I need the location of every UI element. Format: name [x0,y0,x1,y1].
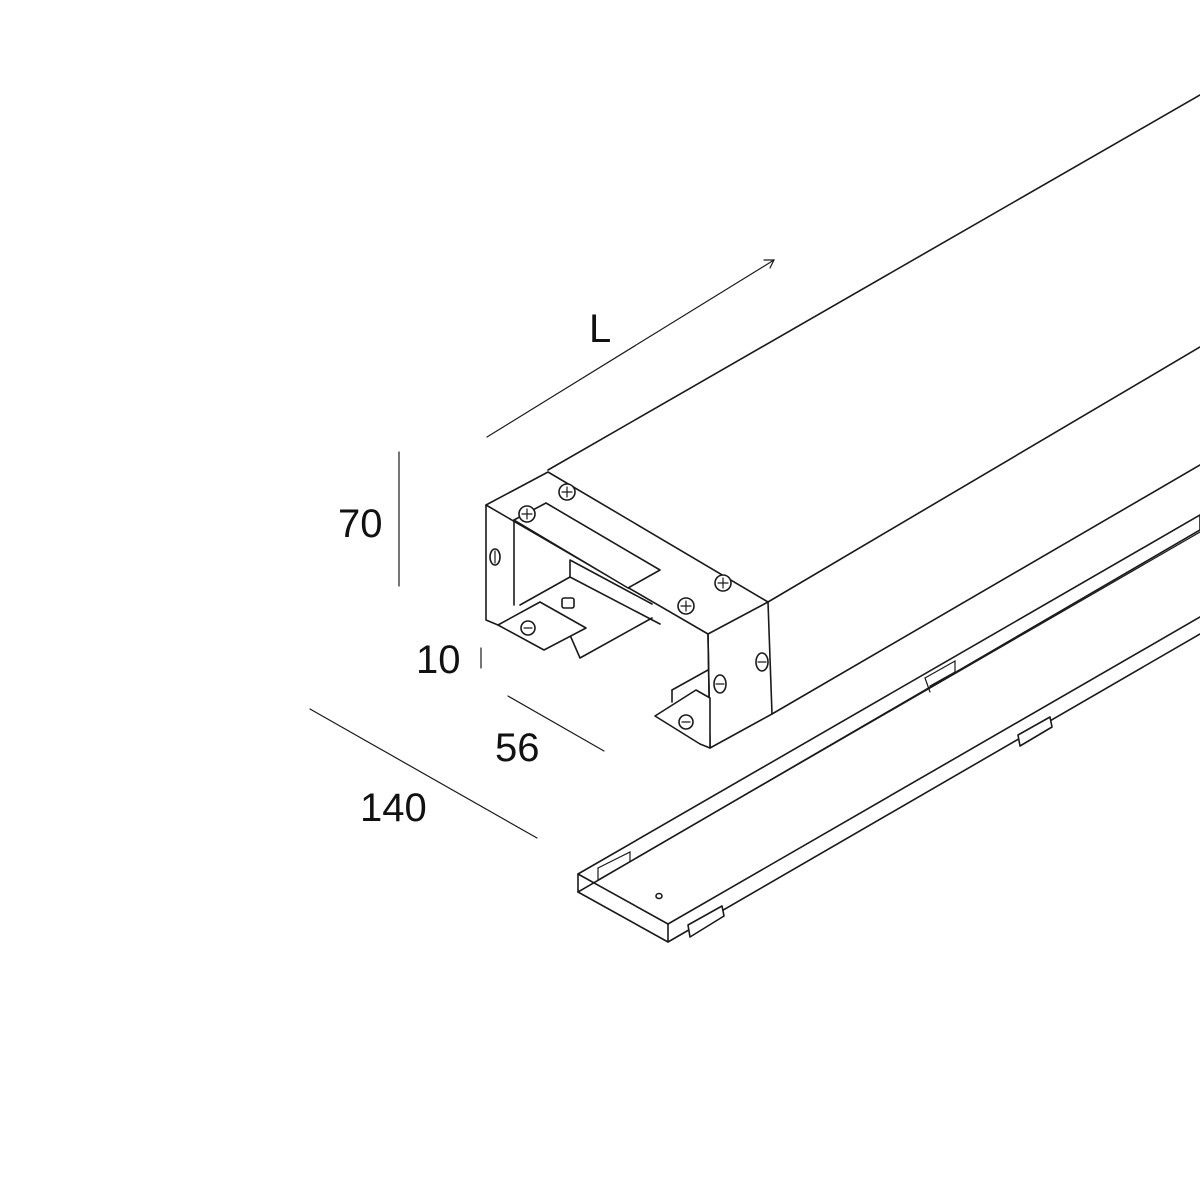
screw-icon [677,597,695,615]
screw-icon [520,620,536,636]
dimension-inner-width-label: 56 [495,726,540,770]
dimension-inner-width: 56 [495,695,605,770]
dimension-lip: 10 [416,638,482,682]
screw-icon [755,652,769,672]
screw-icon [558,483,576,501]
housing-profile [485,94,1200,749]
dimension-height-label: 70 [338,502,383,546]
screw-icon [678,714,694,730]
dimension-lip-label: 10 [416,638,461,682]
screw-icon [489,548,501,566]
dimension-outer-width: 140 [309,708,538,839]
screw-icon [561,597,575,609]
screw-icon [714,574,732,592]
dimension-length: L [486,259,775,438]
cover-plate [577,514,1200,943]
screw-icon [713,674,727,694]
dimension-length-label: L [589,307,611,351]
dimension-outer-width-label: 140 [360,786,427,830]
screw-icon [518,505,536,523]
dimension-height: 70 [338,451,400,587]
